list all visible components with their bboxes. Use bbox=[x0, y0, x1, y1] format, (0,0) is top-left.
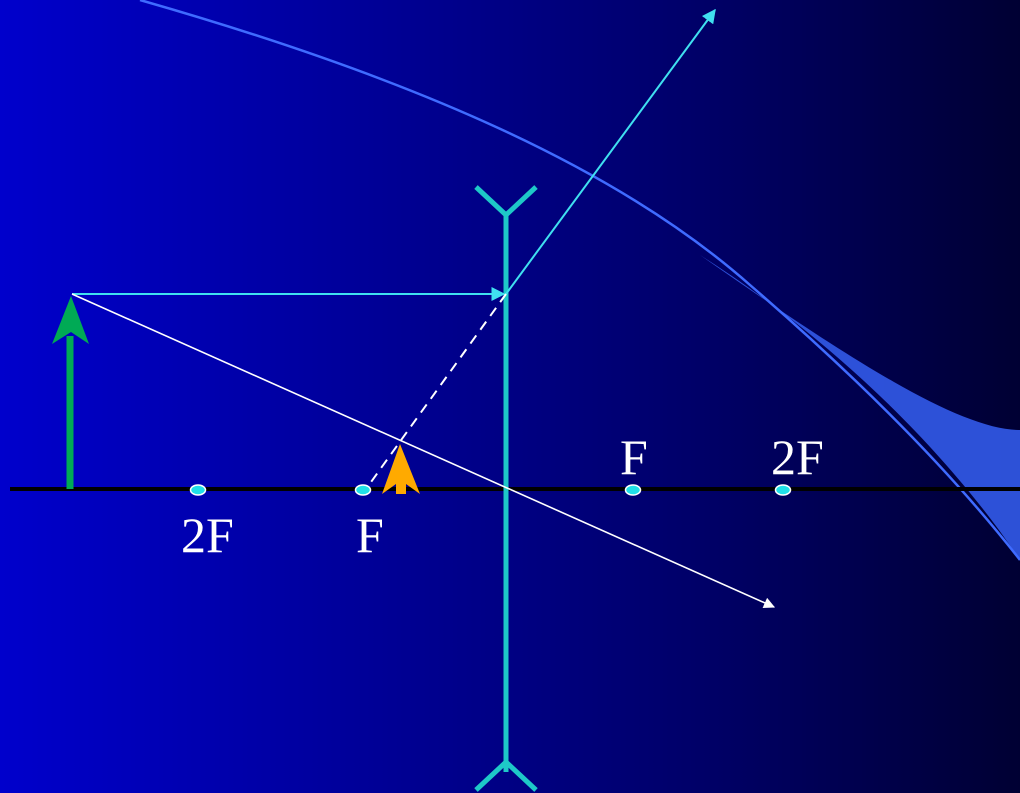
virtual-ray-extension bbox=[365, 293, 507, 490]
focal-point-right-f bbox=[624, 484, 642, 496]
label-left-f: F bbox=[356, 507, 384, 563]
label-left-2f: 2F bbox=[181, 507, 234, 563]
image-arrow bbox=[382, 444, 420, 494]
decorative-arc-band bbox=[700, 255, 1020, 560]
focal-point-left-2f bbox=[189, 484, 207, 496]
object-arrow bbox=[52, 296, 89, 489]
label-right-f: F bbox=[620, 429, 648, 485]
focal-point-right-2f bbox=[774, 484, 792, 496]
diverging-refracted-ray bbox=[505, 8, 716, 295]
decorative-arc-line bbox=[139, 0, 1020, 561]
central-ray bbox=[71, 293, 776, 609]
label-right-2f: 2F bbox=[771, 429, 824, 485]
focal-point-left-f bbox=[354, 484, 372, 496]
concave-lens bbox=[474, 185, 538, 792]
